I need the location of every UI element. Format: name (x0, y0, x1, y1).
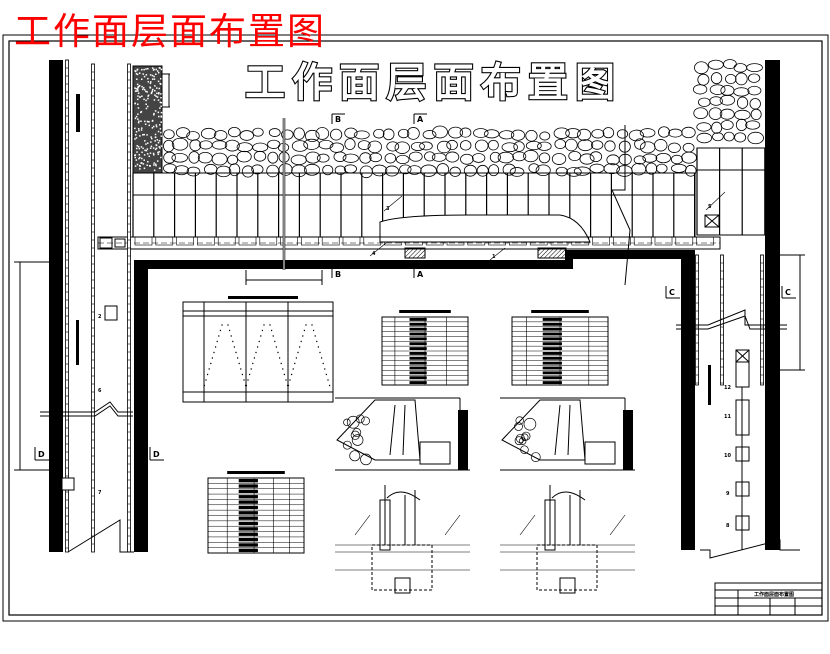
section-markers: B B A A C C D D (34, 113, 796, 461)
pressure-chart (182, 296, 334, 403)
svg-text:3: 3 (386, 206, 390, 212)
equipment-table-1 (381, 310, 469, 386)
cross-sections (335, 397, 635, 594)
callouts: 1 2 3 4 5 6 7 8 9 10 11 12 (98, 191, 731, 529)
section-d-right: D (153, 450, 160, 459)
title-block: 工作面层面布置图 (714, 582, 823, 616)
svg-text:4: 4 (372, 251, 376, 257)
roadway-walls (49, 60, 780, 552)
section-b-bottom: B (335, 270, 341, 279)
section-c-right: C (785, 288, 791, 297)
main-title: 工作面层面布置图 (245, 60, 615, 106)
section-c-left: C (669, 288, 675, 297)
svg-text:11: 11 (724, 414, 731, 420)
title-block-drawing-name: 工作面层面布置图 (754, 591, 794, 598)
svg-text:8: 8 (726, 523, 730, 529)
section-a-top: A (417, 115, 424, 124)
roadway-supports (65, 59, 764, 553)
gravel-texture (134, 67, 163, 172)
equipment-table-3 (207, 471, 305, 554)
section-d-left: D (38, 450, 45, 459)
svg-text:9: 9 (726, 491, 730, 497)
svg-text:6: 6 (98, 388, 102, 394)
goaf-rock-area (163, 59, 764, 179)
inner-border (8, 40, 823, 616)
equipment-table-2 (511, 310, 609, 386)
svg-text:2: 2 (98, 314, 102, 320)
svg-text:7: 7 (98, 490, 102, 496)
svg-text:12: 12 (724, 385, 731, 391)
section-a-bottom: A (417, 270, 424, 279)
gateway-equipment (61, 214, 750, 550)
svg-text:5: 5 (708, 204, 712, 210)
red-title: 工作面层面布置图 (14, 10, 326, 53)
svg-text:10: 10 (724, 453, 731, 459)
outer-border (2, 34, 829, 622)
section-b-top: B (335, 115, 341, 124)
shearer (379, 214, 591, 243)
